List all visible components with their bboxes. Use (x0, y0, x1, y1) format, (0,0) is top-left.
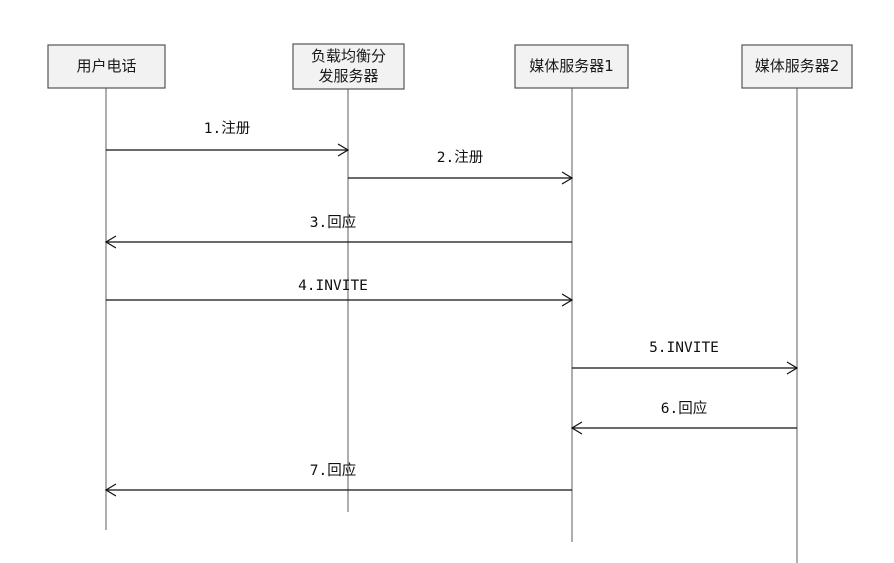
message-label-1: 1.注册 (204, 120, 250, 137)
message-label-7: 7.回应 (310, 461, 356, 479)
message-5[interactable]: 5.INVITE (572, 340, 799, 375)
lifelines-layer (105, 88, 798, 563)
message-7[interactable]: 7.回应 (104, 461, 572, 497)
participant-label-media-server-1: 媒体服务器1 (529, 57, 614, 75)
message-3[interactable]: 3.回应 (104, 213, 572, 249)
message-label-2: 2.注册 (437, 149, 483, 166)
participant-media-server-2[interactable]: 媒体服务器2 (741, 44, 853, 89)
message-arrowhead-5 (786, 361, 799, 375)
message-4[interactable]: 4.INVITE (106, 278, 574, 307)
message-arrowhead-3 (104, 235, 117, 249)
message-arrowhead-1 (337, 143, 350, 157)
messages-layer: 1.注册 2.注册 3.回应 4.INVITE 5.INVITE 6.回应 7.回应 (104, 120, 799, 497)
participant-label-load-balancer: 发服务器 (318, 67, 378, 85)
message-arrowhead-7 (104, 483, 117, 497)
participant-box-media-server-1 (514, 44, 629, 89)
participant-box-load-balancer (292, 43, 405, 90)
participant-box-user-phone (47, 44, 166, 89)
message-label-3: 3.回应 (310, 213, 356, 231)
message-label-5: 5.INVITE (649, 340, 719, 356)
participant-label-media-server-2: 媒体服务器2 (755, 57, 840, 75)
message-label-6: 6.回应 (661, 399, 707, 417)
message-2[interactable]: 2.注册 (348, 149, 574, 185)
participant-media-server-1[interactable]: 媒体服务器1 (514, 44, 629, 89)
message-arrowhead-2 (561, 171, 574, 185)
message-6[interactable]: 6.回应 (570, 399, 797, 435)
participant-user-phone[interactable]: 用户电话 (47, 44, 166, 89)
message-arrowhead-6 (570, 421, 583, 435)
message-label-4: 4.INVITE (298, 278, 368, 294)
message-1[interactable]: 1.注册 (106, 120, 350, 157)
message-arrowhead-4 (561, 293, 574, 307)
participant-label-load-balancer: 负载均衡分 (311, 47, 386, 65)
participant-label-user-phone: 用户电话 (76, 57, 136, 75)
participant-box-media-server-2 (741, 44, 853, 89)
